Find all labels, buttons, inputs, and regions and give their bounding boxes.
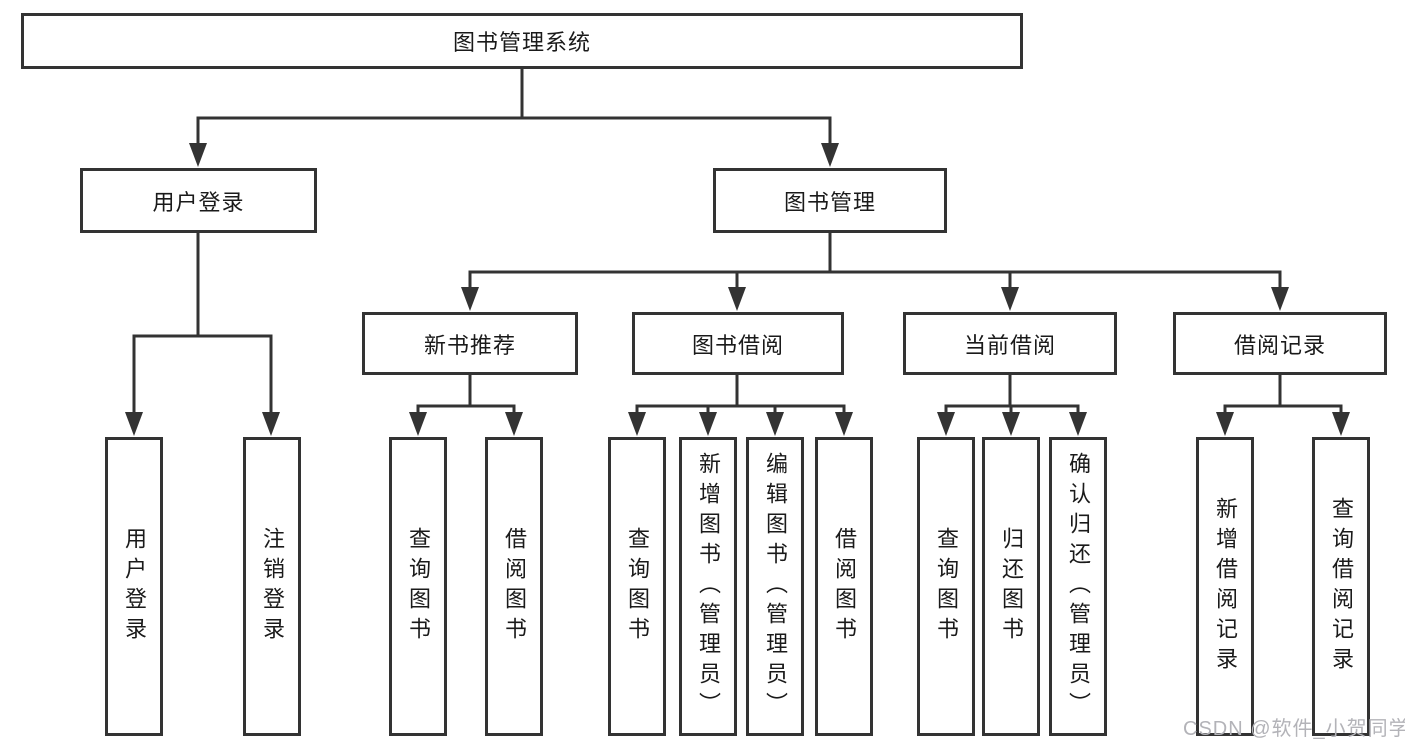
leaf-current-query-books: 查询图书 <box>917 437 975 736</box>
leaf-borrow-borrow-books: 借阅图书 <box>815 437 873 736</box>
arrowheads <box>125 143 1350 436</box>
leaf-recommend-query-books-label: 查询图书 <box>406 526 431 647</box>
node-borrow-records-label: 借阅记录 <box>1233 332 1326 358</box>
node-new-book-recommend: 新书推荐 <box>362 312 578 375</box>
leaf-borrow-query-books: 查询图书 <box>608 437 666 736</box>
node-user-login-label: 用户登录 <box>152 189 245 215</box>
csdn-watermark: CSDN @软件_小贺同学 <box>1183 718 1405 740</box>
leaf-current-return-books: 归还图书 <box>982 437 1040 736</box>
leaf-recommend-query-books: 查询图书 <box>389 437 447 736</box>
leaf-user-login: 用户登录 <box>105 437 163 736</box>
leaf-current-confirm-return-admin: 确认归还（管理员） <box>1049 437 1107 736</box>
node-book-management-label: 图书管理 <box>783 189 876 215</box>
leaf-records-query-record: 查询借阅记录 <box>1312 437 1370 736</box>
leaf-user-login-label: 用户登录 <box>122 526 147 647</box>
node-current-borrow-label: 当前借阅 <box>963 332 1056 358</box>
leaf-current-confirm-return-admin-label: 确认归还（管理员） <box>1066 451 1091 722</box>
node-new-book-recommend-label: 新书推荐 <box>423 332 516 358</box>
leaf-borrow-add-books-admin: 新增图书（管理员） <box>679 437 737 736</box>
leaf-logout: 注销登录 <box>243 437 301 736</box>
node-borrow-records: 借阅记录 <box>1173 312 1387 375</box>
leaf-recommend-borrow-books: 借阅图书 <box>485 437 543 736</box>
leaf-current-return-books-label: 归还图书 <box>999 526 1024 647</box>
leaf-borrow-borrow-books-label: 借阅图书 <box>832 526 857 647</box>
node-book-borrow: 图书借阅 <box>632 312 844 375</box>
leaf-recommend-borrow-books-label: 借阅图书 <box>502 526 527 647</box>
leaf-borrow-add-books-admin-label: 新增图书（管理员） <box>696 451 721 722</box>
leaf-borrow-edit-books-admin: 编辑图书（管理员） <box>746 437 804 736</box>
node-user-login: 用户登录 <box>80 168 317 233</box>
node-book-borrow-label: 图书借阅 <box>691 332 784 358</box>
leaf-records-add-record-label: 新增借阅记录 <box>1213 496 1238 677</box>
node-book-management: 图书管理 <box>713 168 947 233</box>
leaf-borrow-edit-books-admin-label: 编辑图书（管理员） <box>763 451 788 722</box>
leaf-records-add-record: 新增借阅记录 <box>1196 437 1254 736</box>
leaf-borrow-query-books-label: 查询图书 <box>625 526 650 647</box>
leaf-current-query-books-label: 查询图书 <box>934 526 959 647</box>
node-root-label: 图书管理系统 <box>452 30 591 55</box>
node-current-borrow: 当前借阅 <box>903 312 1117 375</box>
leaf-records-query-record-label: 查询借阅记录 <box>1329 496 1354 677</box>
node-root: 图书管理系统 <box>21 13 1023 69</box>
leaf-logout-label: 注销登录 <box>260 526 285 647</box>
